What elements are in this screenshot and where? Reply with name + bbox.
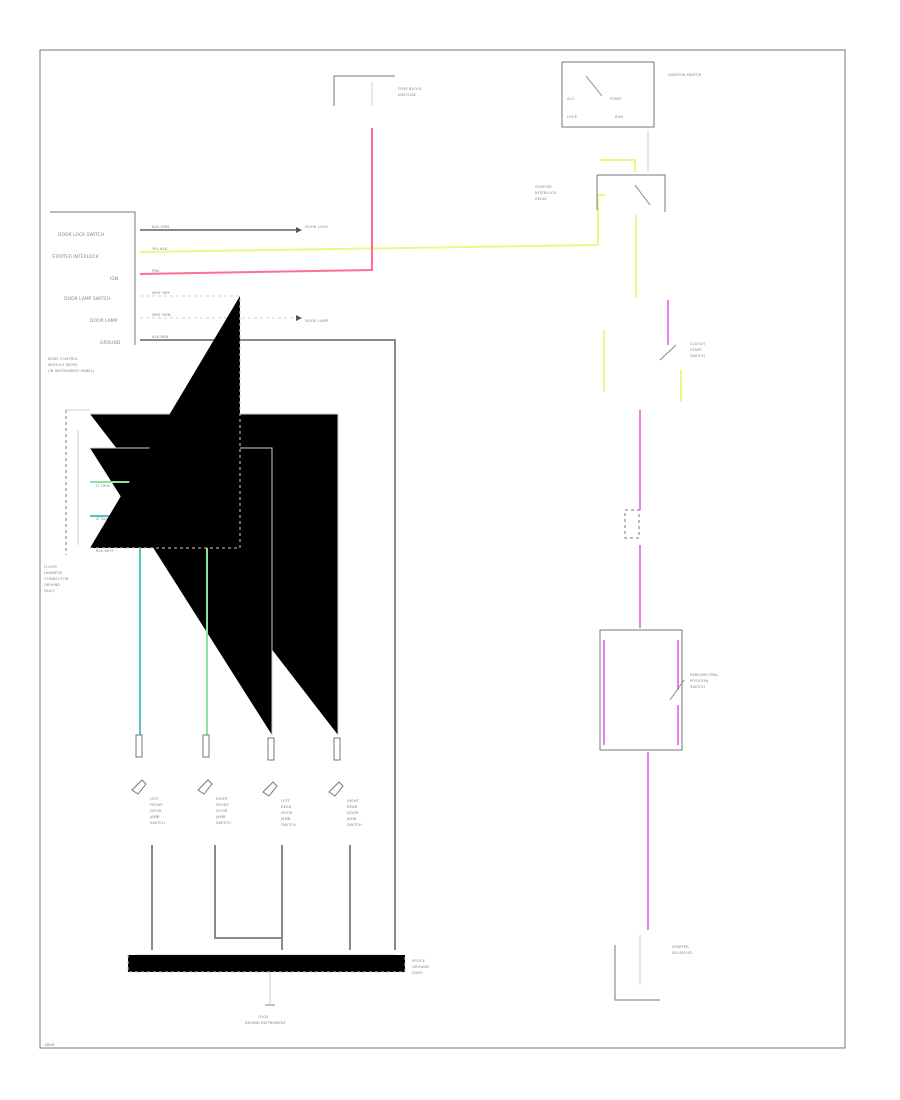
wire-label: WHT GRN — [152, 312, 171, 317]
connector-pin-label: BLK WHT — [96, 548, 114, 553]
wire-ign-red — [139, 128, 373, 275]
ign-position-label: START — [610, 96, 622, 101]
wire-dest-label: DOOR LAMP — [305, 318, 329, 323]
figure-id: GBVB — [44, 1042, 55, 1047]
splice-caption: SPLICE — [412, 958, 426, 963]
starter-solenoid: STARTER SOLENOID — [614, 935, 692, 1001]
door-jamb-switch: RIGHT REAR DOOR JAMB SWITCH — [328, 781, 362, 827]
wire-gnd-rf-lr — [214, 845, 283, 939]
starter-caption: STARTER — [672, 944, 689, 949]
bcm-pin-label: IGN — [110, 276, 118, 282]
switch-caption: JAMB — [215, 814, 226, 819]
door-jamb-switch: LEFT REAR DOOR JAMB SWITCH — [262, 781, 296, 827]
connector-pin-label: LT BLU — [96, 516, 109, 521]
switch-caption: SWITCH — [347, 822, 362, 827]
relay-caption: RELAY — [535, 196, 548, 201]
ign-position-label: LOCK — [567, 114, 578, 119]
switch-caption: REAR — [347, 804, 358, 809]
wire-ign-crank — [600, 159, 636, 172]
switch-caption: DOOR — [150, 808, 162, 813]
floor-harness-connector: GRY BLU WHT LT GRN LT BLU BLK WHT FLOOR … — [44, 409, 114, 593]
switch-caption: JAMB — [280, 816, 291, 821]
clutch-start-switch: CLUTCH START SWITCH — [659, 300, 705, 402]
ign-caption: IGNITION SWITCH — [668, 72, 702, 77]
switch-caption: DOOR — [216, 808, 228, 813]
bcm-caption: BODY CONTROL — [48, 356, 79, 361]
mid-connector — [624, 509, 640, 539]
ign-position-label: RUN — [615, 114, 623, 119]
wire-label: BLK BRN — [152, 334, 169, 339]
wire-dest-label: DOOR LOCK — [305, 224, 328, 229]
switch-caption: LEFT — [150, 796, 160, 801]
connector-caption: (BEHIND — [44, 582, 60, 587]
connector-caption: CONNECTOR — [44, 576, 69, 581]
ground-caption: BEHIND INSTRUMENT — [245, 1020, 287, 1025]
switch-caption: RIGHT — [216, 796, 229, 801]
splice-caption: GROUND — [412, 964, 429, 969]
connector-caption: FLOOR — [44, 564, 57, 569]
switch-caption: FRONT — [216, 802, 230, 807]
clutch-caption: CLUTCH — [690, 341, 705, 346]
starter-interlock-relay: STARTER INTERLOCK RELAY — [535, 174, 666, 212]
fuse-caption: IGN FUSE — [398, 92, 416, 97]
ign-position-label: ACC — [567, 96, 575, 101]
wire-label: YEL BLK — [152, 246, 168, 251]
wire-starter-interlock — [139, 194, 605, 253]
pn-caption: POSITION — [690, 678, 708, 683]
switch-caption: DOOR — [281, 810, 293, 815]
switch-caption: SWITCH — [216, 820, 231, 825]
wire-blk-wht — [90, 296, 241, 549]
door-jamb-switch: LEFT FRONT DOOR JAMB SWITCH — [131, 779, 165, 825]
fuse-caption: FUSE BLOCK — [398, 86, 422, 91]
bcm-pin-label: STARTER INTERLOCK — [52, 254, 100, 260]
door-jamb-switch: RIGHT FRONT DOOR JAMB SWITCH — [197, 779, 231, 825]
bcm-pin-label: GROUND — [100, 340, 121, 346]
relay-caption: STARTER — [535, 184, 552, 189]
relay-caption: INTERLOCK — [535, 190, 557, 195]
switch-caption: JAMB — [149, 814, 160, 819]
switch-caption: SWITCH — [281, 822, 296, 827]
wire-label: BLU GRN — [152, 224, 169, 229]
diagram-frame — [39, 49, 846, 1049]
fuse-block: FUSE BLOCK IGN FUSE — [333, 75, 422, 106]
wire-label: WHT GRY — [152, 290, 170, 295]
connector-pin-label: LT GRN — [96, 483, 110, 488]
switch-caption: SWITCH — [150, 820, 165, 825]
clutch-caption: SWITCH — [690, 353, 705, 358]
starter-caption: SOLENOID — [672, 950, 692, 955]
bcm-caption: (IN INSTRUMENT PANEL) — [48, 368, 95, 373]
wire-label: PNK — [152, 268, 160, 273]
ground-caption: G200 — [258, 1014, 269, 1019]
switch-caption: JAMB — [346, 816, 357, 821]
park-neutral-switch: PARK/NEUTRAL POSITION SWITCH — [599, 629, 719, 751]
switch-caption: DOOR — [347, 810, 359, 815]
bcm-pin-label: DOOR LAMP SWITCH — [64, 296, 110, 302]
bcm-pin-label: DOOR LAMP — [90, 318, 118, 324]
splice-caption: JOINT — [411, 970, 423, 975]
switch-caption: FRONT — [150, 802, 164, 807]
pn-caption: SWITCH — [690, 684, 705, 689]
bcm-caption: MODULE (BCM) — [48, 362, 78, 367]
switch-caption: RIGHT — [347, 798, 360, 803]
switch-connectors — [135, 734, 341, 761]
switch-caption: LEFT — [281, 798, 291, 803]
pn-caption: PARK/NEUTRAL — [690, 672, 719, 677]
ignition-switch: ACC START LOCK RUN IGNITION SWITCH — [561, 61, 702, 128]
connector-caption: SEAT) — [44, 588, 55, 593]
clutch-caption: START — [690, 347, 702, 352]
body-control-module: DOOR LOCK SWITCH STARTER INTERLOCK IGN D… — [48, 211, 136, 373]
switch-caption: REAR — [281, 804, 292, 809]
ground-splice: SPLICE GROUND JOINT G200 BEHIND INSTRUME… — [127, 954, 429, 1025]
connector-caption: HARNESS — [44, 570, 63, 575]
bcm-pin-label: DOOR LOCK SWITCH — [58, 232, 104, 238]
